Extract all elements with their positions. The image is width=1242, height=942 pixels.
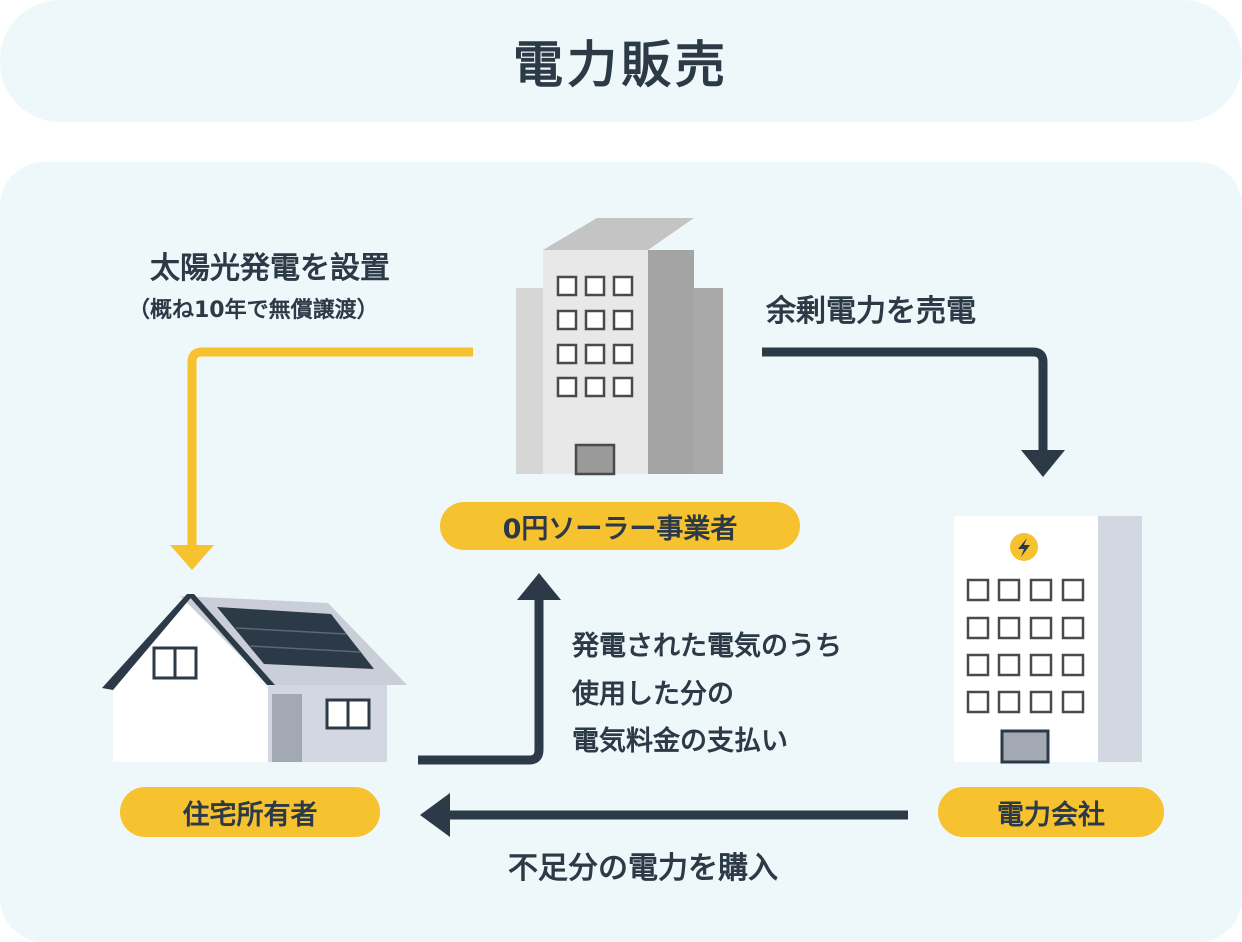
install-note: （概ね10年で無償譲渡）: [128, 298, 379, 323]
payment-label-line2: 使用した分の: [572, 679, 734, 710]
buy-shortage-label: 不足分の電力を購入: [508, 851, 778, 886]
payment-label-line3: 電気料金の支払い: [572, 726, 788, 757]
solar-company-label: 0円ソーラー事業者: [440, 502, 800, 550]
payment-arrow: [418, 573, 561, 765]
sell-surplus-arrow: [762, 347, 1065, 477]
title-banner: 電力販売: [0, 0, 1242, 122]
install-label: 太陽光発電を設置: [150, 251, 390, 286]
buy-shortage-arrow: [420, 793, 908, 837]
solar-company-building-icon: [516, 218, 723, 476]
homeowner-label: 住宅所有者: [120, 787, 380, 837]
power-company-building-icon: [954, 516, 1142, 764]
house-icon: [102, 594, 407, 762]
install-arrow: [170, 347, 473, 570]
power-company-label: 電力会社: [938, 787, 1164, 837]
sell-surplus-label: 余剰電力を売電: [766, 294, 976, 329]
payment-label-line1: 発電された電気のうち: [572, 631, 842, 662]
page-title: 電力販売: [513, 36, 729, 94]
